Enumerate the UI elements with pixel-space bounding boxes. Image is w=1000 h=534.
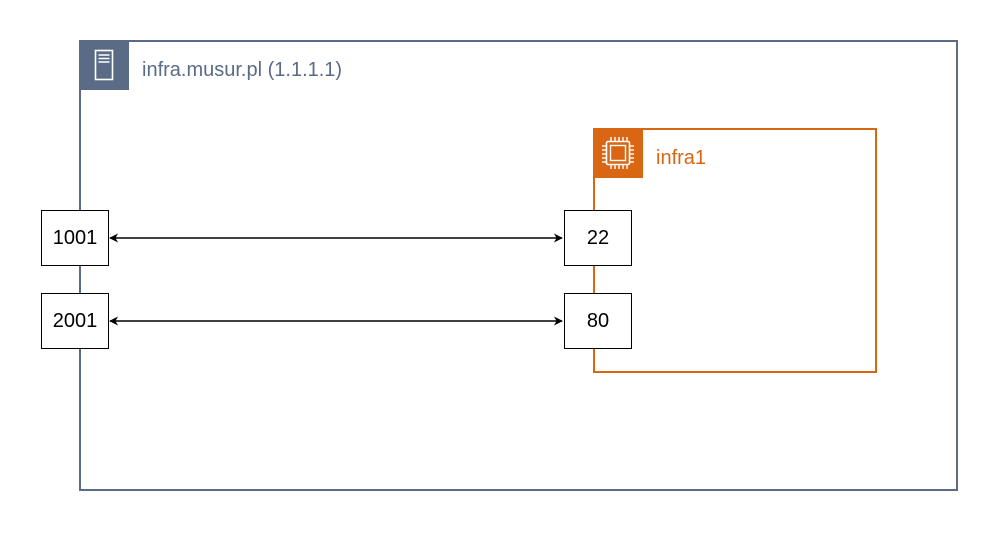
vm-title: infra1 bbox=[656, 147, 707, 169]
chip-icon bbox=[593, 128, 643, 178]
server-icon bbox=[79, 40, 129, 90]
vm-port-80[interactable]: 80 bbox=[564, 293, 632, 349]
host-title: infra.musur.pl (1.1.1.1) bbox=[142, 59, 343, 81]
host-port-2001[interactable]: 2001 bbox=[41, 293, 109, 349]
vm-port-22[interactable]: 22 bbox=[564, 210, 632, 266]
host-port-1001[interactable]: 1001 bbox=[41, 210, 109, 266]
